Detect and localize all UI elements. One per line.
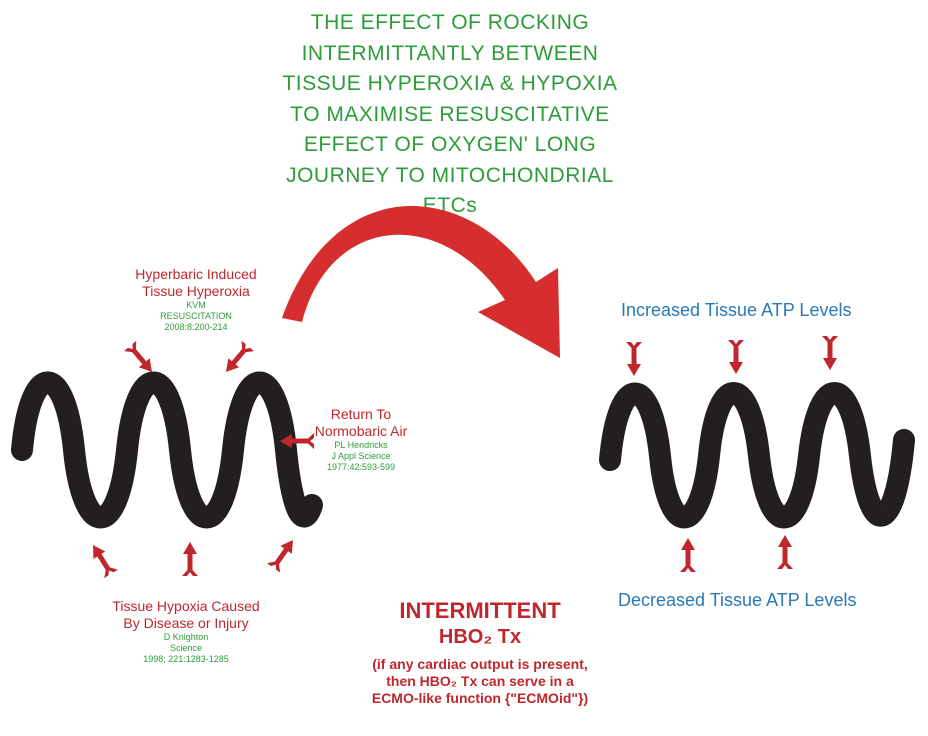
note-line1: (if any cardiac output is present, xyxy=(372,656,588,672)
hbo2-heading: HBO₂ Tx xyxy=(438,626,522,648)
hypoxia-cite1: D Knighton xyxy=(163,632,209,642)
decreased-atp-label: Decreased Tissue ATP Levels xyxy=(618,590,857,610)
arrow-hypoxia-right xyxy=(266,535,300,573)
hypoxia-line1: Tissue Hypoxia Caused xyxy=(112,598,260,614)
hypoxia-cite3: 1998; 221:1283-1285 xyxy=(143,654,229,664)
title-line: JOURNEY TO MITOCHONDRIAL xyxy=(286,163,614,187)
hypoxia-label: Tissue Hypoxia Caused By Disease or Inju… xyxy=(106,598,266,665)
normobaric-line1: Return To xyxy=(330,406,392,422)
normobaric-cite3: 1977:42:593-599 xyxy=(326,462,396,472)
hyperoxia-cite3: 2008:8:200-214 xyxy=(164,322,228,332)
curved-arrow-icon xyxy=(282,205,560,358)
title-line: TO MAXIMISE RESUSCITATIVE xyxy=(290,102,610,126)
intermittent-hbo2-block: INTERMITTENT HBO₂ Tx (if any cardiac out… xyxy=(370,598,590,707)
normobaric-line2: Normobaric Air xyxy=(314,423,408,439)
arrow-hyperoxia-right xyxy=(219,340,254,378)
right-wave xyxy=(599,382,915,529)
arrow-decreased-1 xyxy=(680,538,696,572)
hypoxia-cite2: Science xyxy=(169,643,203,653)
title-line: TISSUE HYPEROXIA & HYPOXIA xyxy=(282,72,618,95)
title-line: EFFECT OF OXYGEN' LONG xyxy=(303,133,597,156)
hyperoxia-line1: Hyperbaric Induced xyxy=(135,266,257,282)
arrow-hypoxia-left xyxy=(86,540,118,579)
hyperoxia-cite2: RESUSCITATION xyxy=(160,311,232,321)
arrow-increased-3 xyxy=(822,336,838,370)
normobaric-cite2: J Appl Science xyxy=(331,451,391,461)
note-line3: ECMO-like function {"ECMOid"}) xyxy=(371,690,589,706)
note-line2: then HBO₂ Tx can serve in a xyxy=(386,673,574,689)
increased-atp-label: Increased Tissue ATP Levels xyxy=(621,300,852,320)
title-line: THE EFFECT OF ROCKING xyxy=(310,11,590,34)
hyperoxia-label: Hyperbaric Induced Tissue Hyperoxia KVM … xyxy=(126,266,266,333)
title-line: INTERMITTANTLY BETWEEN xyxy=(301,41,599,65)
arrow-increased-2 xyxy=(728,340,744,374)
hyperoxia-cite1: KVM xyxy=(186,300,206,310)
hyperoxia-line2: Tissue Hyperoxia xyxy=(142,283,250,299)
normobaric-cite1: PL Hendricks xyxy=(334,440,388,450)
left-wave xyxy=(11,371,323,529)
arrow-decreased-2 xyxy=(777,535,793,569)
hypoxia-line2: By Disease or Injury xyxy=(123,615,249,631)
arrow-increased-1 xyxy=(626,342,642,376)
normobaric-label: Return To Normobaric Air PL Hendricks J … xyxy=(306,406,416,473)
arrow-hypoxia-center xyxy=(182,542,198,576)
intermittent-heading: INTERMITTENT xyxy=(399,598,561,623)
